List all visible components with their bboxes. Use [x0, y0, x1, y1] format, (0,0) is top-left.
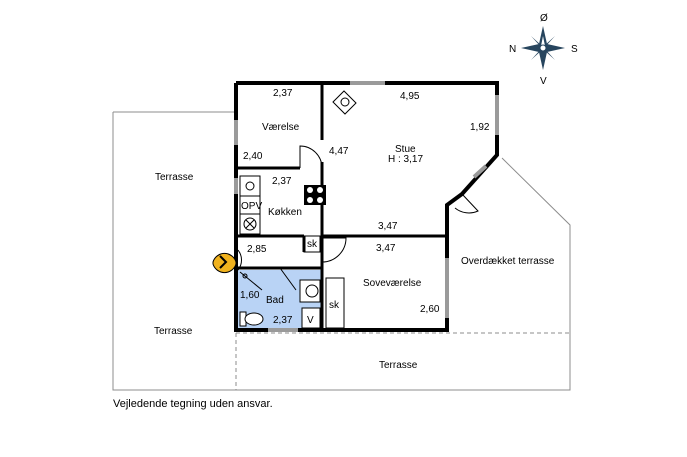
- disclaimer-caption: Vejledende tegning uden ansvar.: [113, 398, 273, 410]
- kitchen-sink-icon: [239, 175, 261, 197]
- koekken-width: 2,37: [272, 176, 292, 187]
- cabinet-kitchen: [303, 235, 321, 253]
- vaerelse-name: Værelse: [262, 122, 300, 133]
- doors: [237, 145, 479, 291]
- vaerelse-width: 2,37: [273, 88, 293, 99]
- stove-icon: [304, 185, 326, 205]
- toilet-icon: [239, 311, 264, 327]
- fireplace-icon: [332, 90, 357, 115]
- windows: [234, 81, 499, 332]
- covered-terrace: Overdækket terrasse: [461, 256, 555, 267]
- terrasse-left-bottom: Terrasse: [154, 326, 193, 337]
- water-heater-box: [301, 307, 321, 329]
- sovevaerelse-depth: 2,60: [420, 304, 440, 315]
- shower-icon: [239, 271, 263, 291]
- entrance-chevron-icon: [219, 255, 228, 269]
- vaerelse-depth: 2,40: [243, 151, 263, 162]
- v-label: V: [307, 315, 314, 326]
- sovevaerelse-name: Soveværelse: [363, 278, 422, 289]
- terrasse-left-top: Terrasse: [155, 172, 194, 183]
- sk-kitchen: sk: [307, 239, 318, 250]
- stue-extra: 4,47: [329, 146, 349, 157]
- compass-west: N: [509, 44, 516, 55]
- koekken-opv: OPV: [241, 201, 262, 212]
- sk-bedroom: sk: [329, 300, 340, 311]
- compass-rose-icon: [521, 26, 565, 70]
- koekken-name: Køkken: [268, 207, 302, 218]
- bad-width: 2,37: [273, 315, 293, 326]
- compass-south: V: [540, 76, 547, 87]
- bad-depth: 1,60: [240, 290, 260, 301]
- stue-height: H : 3,17: [388, 154, 423, 165]
- stue-depth: 1,92: [470, 122, 490, 133]
- koekken-depth: 2,85: [247, 244, 267, 255]
- bath-sink-icon: [299, 279, 321, 303]
- compass-east: S: [571, 44, 578, 55]
- entre-width: 3,47: [378, 221, 398, 232]
- closet-bedroom: [325, 277, 345, 329]
- stue-width: 4,95: [400, 91, 420, 102]
- sovevaerelse-width: 3,47: [376, 243, 396, 254]
- terrasse-bottom: Terrasse: [379, 360, 418, 371]
- compass-north: Ø: [540, 13, 548, 24]
- appliance-icon: [239, 213, 261, 235]
- bad-name: Bad: [266, 295, 284, 306]
- site-outline: [112, 111, 571, 391]
- stue-name: Stue: [395, 144, 416, 155]
